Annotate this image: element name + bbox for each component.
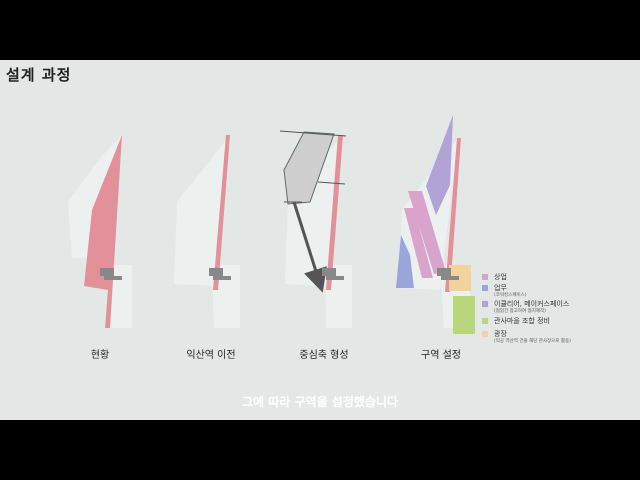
design-process-diagram <box>68 115 475 334</box>
legend-swatch <box>482 285 488 291</box>
legend-label: 관사마을 조합 정비 <box>494 317 550 325</box>
legend-label: 광장 <box>494 330 507 338</box>
video-subtitle: 그에 따라 구역을 설정했습니다 <box>241 395 399 409</box>
legend-label: 업무 <box>494 284 507 292</box>
stage-label-relocation: 익산역 이전 <box>186 350 236 361</box>
legend-item-makerspace: 이큘리어, 메이커스페이스 (협업건 참고하여 협치제작) <box>482 299 632 316</box>
stage-relocation-diagram <box>174 135 240 328</box>
stage-axis-diagram <box>279 130 352 328</box>
legend-note: (코워킹스페이스) <box>494 293 527 298</box>
legend-item-plaza: 광장 (익공 역산역 건물 해당 관사장으로 활용) <box>482 329 632 345</box>
slide-title: 설계 과정 <box>6 66 72 84</box>
legend-note: (익공 역산역 건물 해당 관사장으로 활용) <box>494 339 571 344</box>
legend-swatch <box>482 274 488 280</box>
zoning-legend: 상업 업무 (코워킹스페이스) 이큘리어, 메이커스페이스 (협업건 참고하여 … <box>482 272 632 345</box>
legend-item-office: 업무 (코워킹스페이스) <box>482 283 632 299</box>
legend-note: (협업건 참고하여 협치제작) <box>494 309 546 314</box>
legend-item-commercial: 상업 <box>482 272 632 283</box>
stage-label-zoning: 구역 설정 <box>421 350 461 361</box>
legend-label: 상업 <box>494 273 507 281</box>
stage-label-current: 현황 <box>90 350 110 361</box>
legend-label: 이큘리어, 메이커스페이스 <box>494 300 570 308</box>
presentation-slide: 설계 과정 <box>0 60 640 420</box>
stage-zoning-diagram <box>396 115 475 334</box>
legend-swatch <box>482 301 488 307</box>
legend-item-village: 관사마을 조합 정비 <box>482 316 632 329</box>
stage-current-diagram <box>68 135 132 328</box>
stage-label-axis: 중심축 형성 <box>299 350 349 361</box>
legend-swatch <box>482 318 488 324</box>
legend-swatch <box>482 331 488 337</box>
